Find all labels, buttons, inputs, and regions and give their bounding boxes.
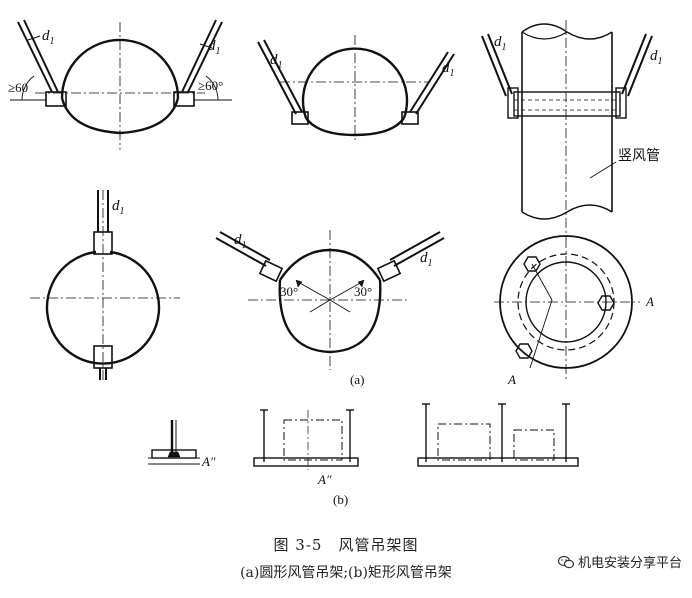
rect-hanger-double	[417, 403, 579, 467]
label-section-A2: A	[507, 372, 516, 387]
label-part-b: (b)	[333, 492, 348, 507]
label-d1-fig2-left: d1	[270, 52, 283, 71]
figure-caption-title: 图 3-5 风管吊架图	[273, 536, 419, 554]
label-d1-fig5-left: d1	[234, 232, 247, 251]
label-d1-fig4: d1	[112, 198, 125, 217]
watermark-text: 机电安装分享平台	[577, 556, 682, 571]
label-angle30-left: 30°	[280, 284, 298, 299]
round-hanger-angled	[257, 35, 455, 140]
label-A-double-prime: A″	[201, 454, 216, 469]
flange-section-view	[494, 235, 640, 382]
label-d1-fig3-right: d1	[650, 48, 663, 67]
label-d1-fig5-right: d1	[420, 250, 433, 269]
label-d1-fig3-left: d1	[494, 34, 507, 53]
label-d1-fig1-right: d1	[208, 38, 221, 57]
round-hanger-vertical-rod	[30, 190, 180, 380]
rect-hanger-single	[253, 409, 359, 470]
vertical-duct-hanger	[481, 20, 653, 238]
watermark: 机电安装分享平台	[557, 552, 682, 571]
label-ge60-left: ≥60	[8, 80, 28, 95]
figure-caption-subtitle: (a)圆形风管吊架;(b)矩形风管吊架	[240, 565, 452, 581]
label-A-double-prime-2: A″	[317, 472, 332, 487]
label-vertical-duct: 竖风管	[618, 148, 660, 164]
label-ge60-right: ≥60°	[198, 78, 223, 93]
label-angle30-right: 30°	[354, 284, 372, 299]
label-part-a: (a)	[350, 372, 364, 387]
round-hanger-30deg	[215, 230, 445, 370]
label-d1-fig2-right: d1	[442, 60, 455, 79]
rect-hanger-detail	[148, 420, 200, 465]
label-d1-fig1-left: d1	[42, 28, 55, 47]
round-hanger-60deg	[10, 19, 232, 150]
wechat-icon	[557, 555, 574, 568]
label-section-A: A	[645, 294, 654, 309]
